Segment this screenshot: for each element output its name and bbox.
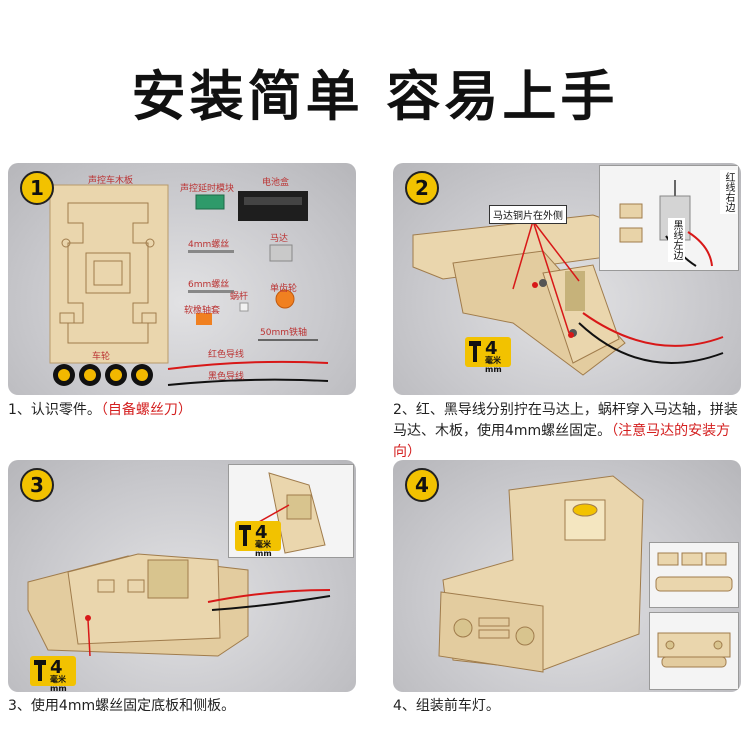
caption-note: （自备螺丝刀） — [100, 402, 192, 418]
side-panel-illustration — [242, 472, 326, 554]
step-1-parts-illustration — [49, 184, 329, 386]
screw-icon — [239, 525, 251, 546]
step-4-panel: 4 — [393, 460, 741, 692]
label-gear: 单齿轮 — [270, 284, 298, 294]
screw-icon — [34, 660, 46, 681]
step-1-caption: 1、认识零件。（自备螺丝刀） — [8, 400, 358, 421]
caption-main: 1、认识零件。 — [8, 402, 101, 418]
caption-main: 3、使用4mm螺丝固定底板和侧板。 — [8, 698, 236, 714]
headlight-assembled-illustration — [657, 632, 731, 668]
headlight-assembled-inset — [649, 612, 739, 690]
step-number-badge: 2 — [405, 171, 439, 205]
screw-size-badge: 4 毫米mm — [30, 656, 76, 692]
label-battery: 电池盒 — [262, 178, 290, 188]
screw-size-unit: 毫米mm — [485, 356, 502, 374]
label-axle: 50mm铁轴 — [260, 328, 307, 338]
label-sleeve: 软橡轴套 — [184, 306, 221, 316]
headlight-parts-inset — [649, 542, 739, 608]
caption-main: 4、组装前车灯。 — [393, 698, 500, 714]
label-screw4: 4mm螺丝 — [188, 240, 230, 250]
label-black-wire: 黑色导线 — [208, 372, 245, 382]
side-panel-inset: 4 毫米mm — [228, 464, 354, 558]
label-board: 声控车木板 — [88, 176, 134, 186]
label-module: 声控延时模块 — [180, 184, 235, 194]
step-1-panel: 1 声控车木板 声控延时模块 电池盒 4mm螺丝 马达 6mm螺丝 蜗杆 单齿轮… — [8, 163, 356, 395]
step-4-caption: 4、组装前车灯。 — [393, 696, 748, 717]
step-3-assembly-illustration — [27, 553, 331, 657]
step-3-panel: 3 4 毫米mm 4 毫米mm — [8, 460, 356, 692]
page-title: 安装简单 容易上手 — [131, 65, 619, 128]
label-screw6: 6mm螺丝 — [188, 280, 230, 290]
screw-size-unit: 毫米mm — [255, 540, 272, 558]
step-number-badge: 1 — [20, 171, 54, 205]
step-3-caption: 3、使用4mm螺丝固定底板和侧板。 — [8, 696, 358, 717]
step-number-badge: 3 — [20, 468, 54, 502]
screw-size-unit: 毫米mm — [50, 675, 67, 692]
callout-copper-outside: 马达铜片在外侧 — [489, 205, 567, 224]
label-motor: 马达 — [270, 234, 289, 244]
screw-size-number: 4 — [255, 522, 268, 543]
step-2-panel: 2 马达铜片在外侧 红线右边 黑线左边 4 毫米mm — [393, 163, 741, 395]
step-4-assembly-illustration — [438, 475, 644, 673]
screw-size-number: 4 — [485, 338, 498, 359]
label-red-wire: 红色导线 — [208, 350, 245, 360]
step-2-caption: 2、红、黑导线分别拧在马达上，蜗杆穿入马达轴，拼装马达、木板，使用4mm螺丝固定… — [393, 400, 748, 463]
screw-icon — [469, 341, 481, 362]
label-red-right: 红线右边 — [720, 170, 737, 214]
label-wheels: 车轮 — [92, 352, 111, 362]
step-2-assembly-illustration — [412, 214, 724, 376]
screw-size-badge: 4 毫米mm — [235, 521, 281, 558]
caption-main: 2、红、黑导线分别拧在马达上，蜗杆穿入马达轴，拼装马达、木板，使用4mm螺丝固定… — [393, 402, 738, 439]
screw-size-badge: 4 毫米mm — [465, 337, 511, 374]
screw-size-number: 4 — [50, 657, 63, 678]
label-black-left: 黑线左边 — [668, 218, 685, 262]
caption-note: （注意马达的安装方向） — [393, 423, 731, 460]
headlight-parts-illustration — [655, 552, 733, 592]
motor-wiring-inset: 红线右边 黑线左边 — [599, 165, 739, 271]
step-number-badge: 4 — [405, 468, 439, 502]
label-worm: 蜗杆 — [230, 292, 249, 302]
